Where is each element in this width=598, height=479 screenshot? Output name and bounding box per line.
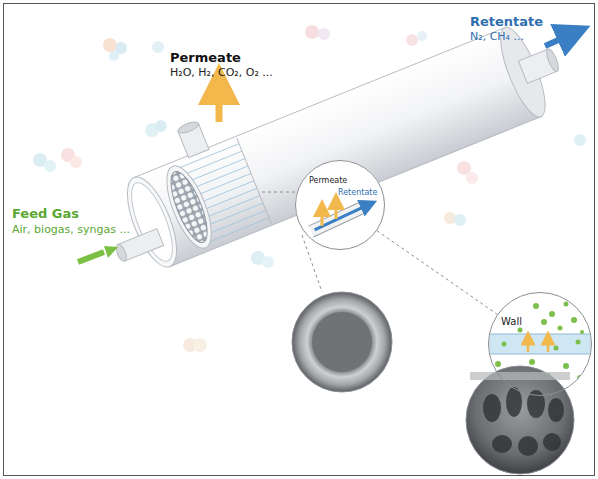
flow-label: Feed Gas xyxy=(12,206,79,221)
flow-label: Air, biogas, syngas ... xyxy=(12,223,130,236)
flow-label: H₂O, H₂, CO₂, O₂ ... xyxy=(170,66,273,79)
callout-text: Retentate xyxy=(338,189,377,197)
callout-circle: PermeateRetentate xyxy=(295,160,385,250)
flow-label: N₂, CH₄ ... xyxy=(470,30,524,43)
flow-label: Retentate xyxy=(470,14,543,29)
dashed-leader xyxy=(377,231,497,315)
flow-label: Permeate xyxy=(170,50,241,65)
callout-circle: Wall xyxy=(488,292,592,396)
callout-text: Wall xyxy=(501,317,522,327)
callout-text: Permeate xyxy=(309,177,347,185)
